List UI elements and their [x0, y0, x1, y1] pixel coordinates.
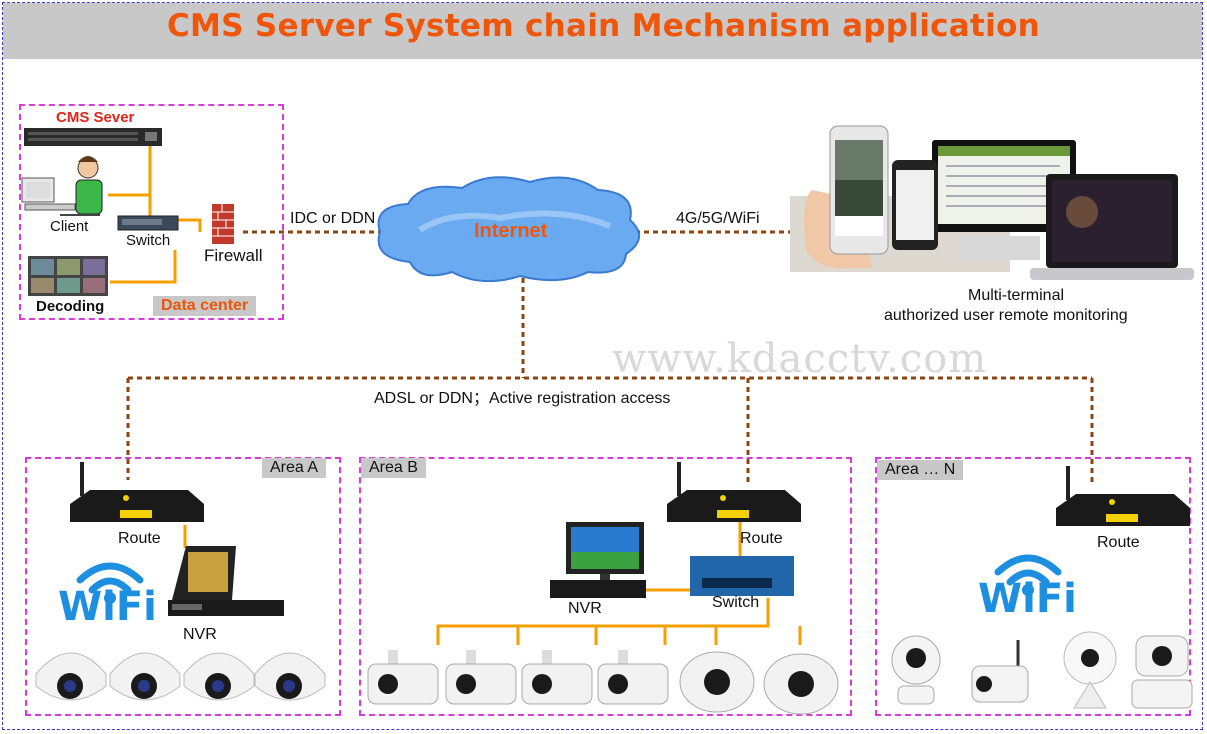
dome-cameras-area-a — [35, 652, 326, 701]
nvr-label-area-b: NVR — [568, 600, 602, 617]
bullet-cameras-area-b — [367, 650, 839, 715]
cms-server-icon — [24, 128, 162, 146]
route-label-area-n: Route — [1097, 534, 1140, 551]
wifi-text-area-n: WiFi — [978, 576, 1077, 622]
route-label-area-a: Route — [118, 530, 161, 547]
router-area-a-icon — [70, 462, 204, 522]
area-a-tag: Area A — [262, 458, 327, 478]
nvr-b-icon — [550, 522, 646, 598]
switch-label-area-b: Switch — [712, 594, 760, 611]
switch-b-icon — [690, 556, 794, 596]
switch-label: Switch — [126, 232, 171, 249]
route-label-area-b: Route — [740, 530, 783, 547]
nvr-label-area-a: NVR — [183, 626, 217, 643]
area-a-box — [25, 457, 341, 716]
internet-label: Internet — [474, 220, 548, 242]
firewall-icon — [212, 204, 234, 244]
area-b-box — [359, 457, 852, 716]
wifi-logo-icon — [50, 548, 170, 632]
decoding-wall-icon — [28, 256, 108, 296]
cms-server-label: CMS Sever — [56, 109, 135, 126]
area-n-tag: Area … N — [877, 460, 964, 480]
area-n-box — [875, 457, 1191, 716]
watermark: www.kdacctv.com — [612, 336, 988, 382]
title-bar — [3, 3, 1202, 59]
client-person-icon — [21, 156, 103, 216]
data-center-tag: Data center — [153, 296, 257, 316]
wifi-cameras-area-n — [891, 631, 1193, 709]
decoding-label: Decoding — [36, 298, 105, 315]
adsl-ddn-label: ADSL or DDN；Active registration access — [374, 390, 671, 407]
diagram-title: CMS Server System chain Mechanism applic… — [166, 8, 1041, 44]
router-area-n-icon — [1056, 466, 1190, 526]
firewall-label: Firewall — [204, 246, 263, 265]
wifi-logo-icon — [968, 540, 1088, 624]
idc-ddn-label: IDC or DDN — [290, 210, 376, 227]
mobile-link-label: 4G/5G/WiFi — [676, 210, 760, 227]
data-center-box — [19, 104, 284, 320]
switch-icon — [117, 215, 179, 231]
internet-cloud-icon — [377, 176, 640, 283]
client-label: Client — [50, 218, 89, 235]
remote-monitoring-label: authorized user remote monitoring — [884, 307, 1128, 324]
remote-devices-icon — [790, 125, 1194, 280]
area-b-tag: Area B — [361, 458, 426, 478]
wifi-text-area-a: WiFi — [58, 584, 157, 630]
multi-terminal-label: Multi-terminal — [968, 287, 1065, 304]
nvr-monitor-icon — [168, 546, 284, 616]
router-area-b-icon — [667, 462, 801, 522]
